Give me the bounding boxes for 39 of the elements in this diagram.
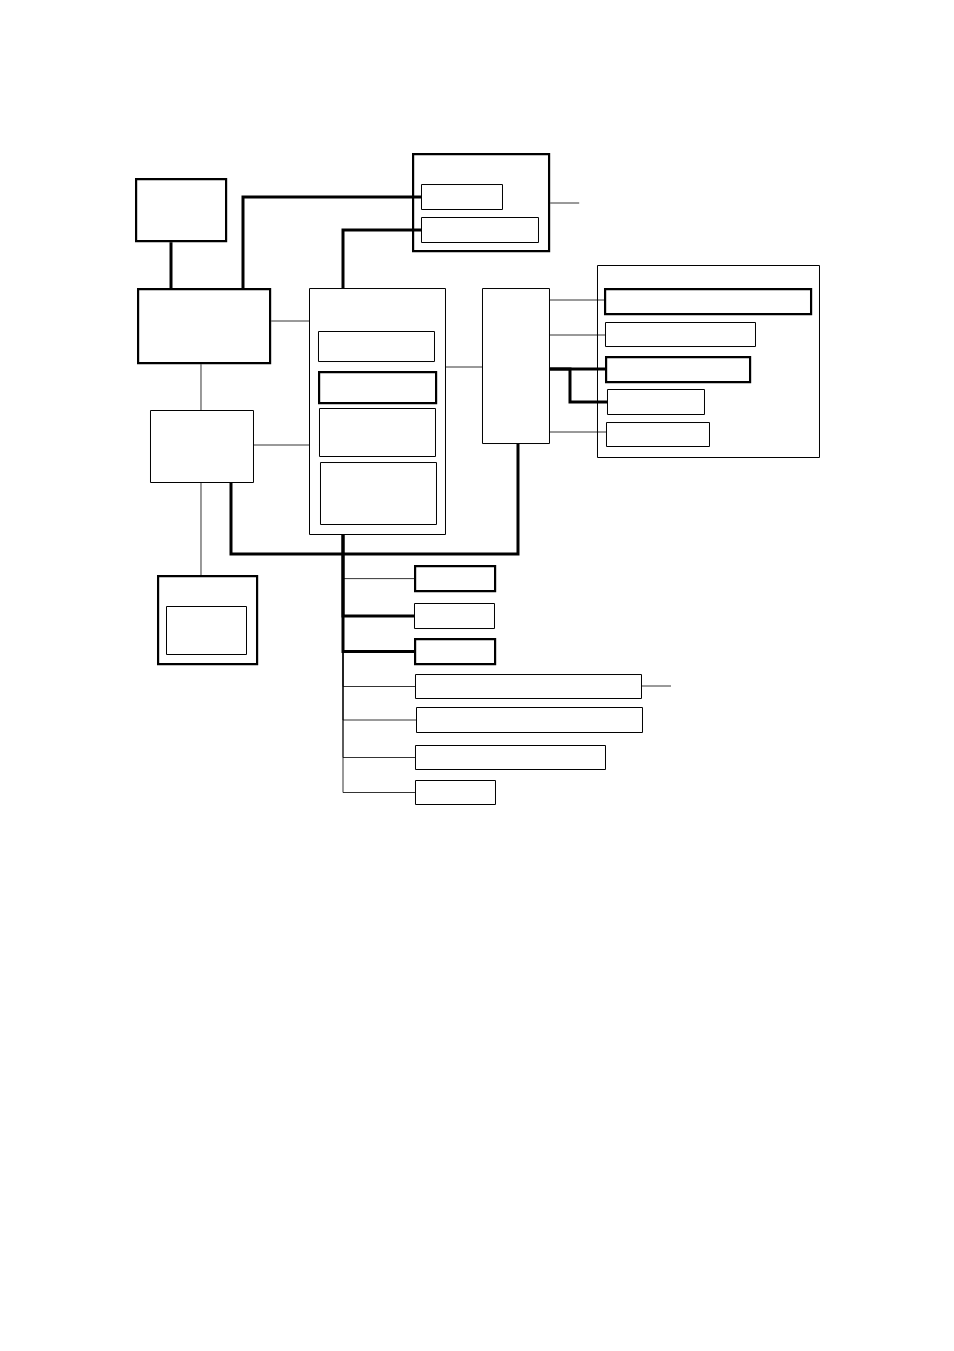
box <box>320 462 437 525</box>
box <box>415 745 606 770</box>
box <box>415 780 496 805</box>
box <box>604 288 813 316</box>
box <box>318 331 435 362</box>
connector-line <box>241 195 421 288</box>
box <box>416 707 643 733</box>
box <box>414 603 495 629</box>
connector-line <box>641 685 672 687</box>
box <box>607 389 705 415</box>
box <box>421 217 539 243</box>
connector-line <box>341 535 414 654</box>
connector-line <box>253 444 310 446</box>
box <box>319 408 436 457</box>
connector-line <box>200 482 202 576</box>
connector-line <box>550 367 607 404</box>
connector-line <box>341 228 421 288</box>
box <box>414 565 497 593</box>
connector-line <box>445 366 483 368</box>
box <box>137 288 272 365</box>
connector-line <box>200 363 202 411</box>
box <box>421 184 503 210</box>
connector-line <box>549 299 605 301</box>
connector-line <box>549 334 606 336</box>
box <box>605 356 752 384</box>
box <box>318 371 438 405</box>
box <box>606 422 710 447</box>
connector-line <box>549 202 580 204</box>
box <box>414 638 497 666</box>
connector-line <box>229 444 520 556</box>
box <box>482 288 550 444</box>
box <box>605 322 756 347</box>
connector-line <box>169 242 173 288</box>
box <box>135 178 228 243</box>
connector-line <box>549 431 607 433</box>
connector-line <box>270 320 310 322</box>
box <box>415 674 642 699</box>
box <box>150 410 254 483</box>
box <box>166 606 247 655</box>
